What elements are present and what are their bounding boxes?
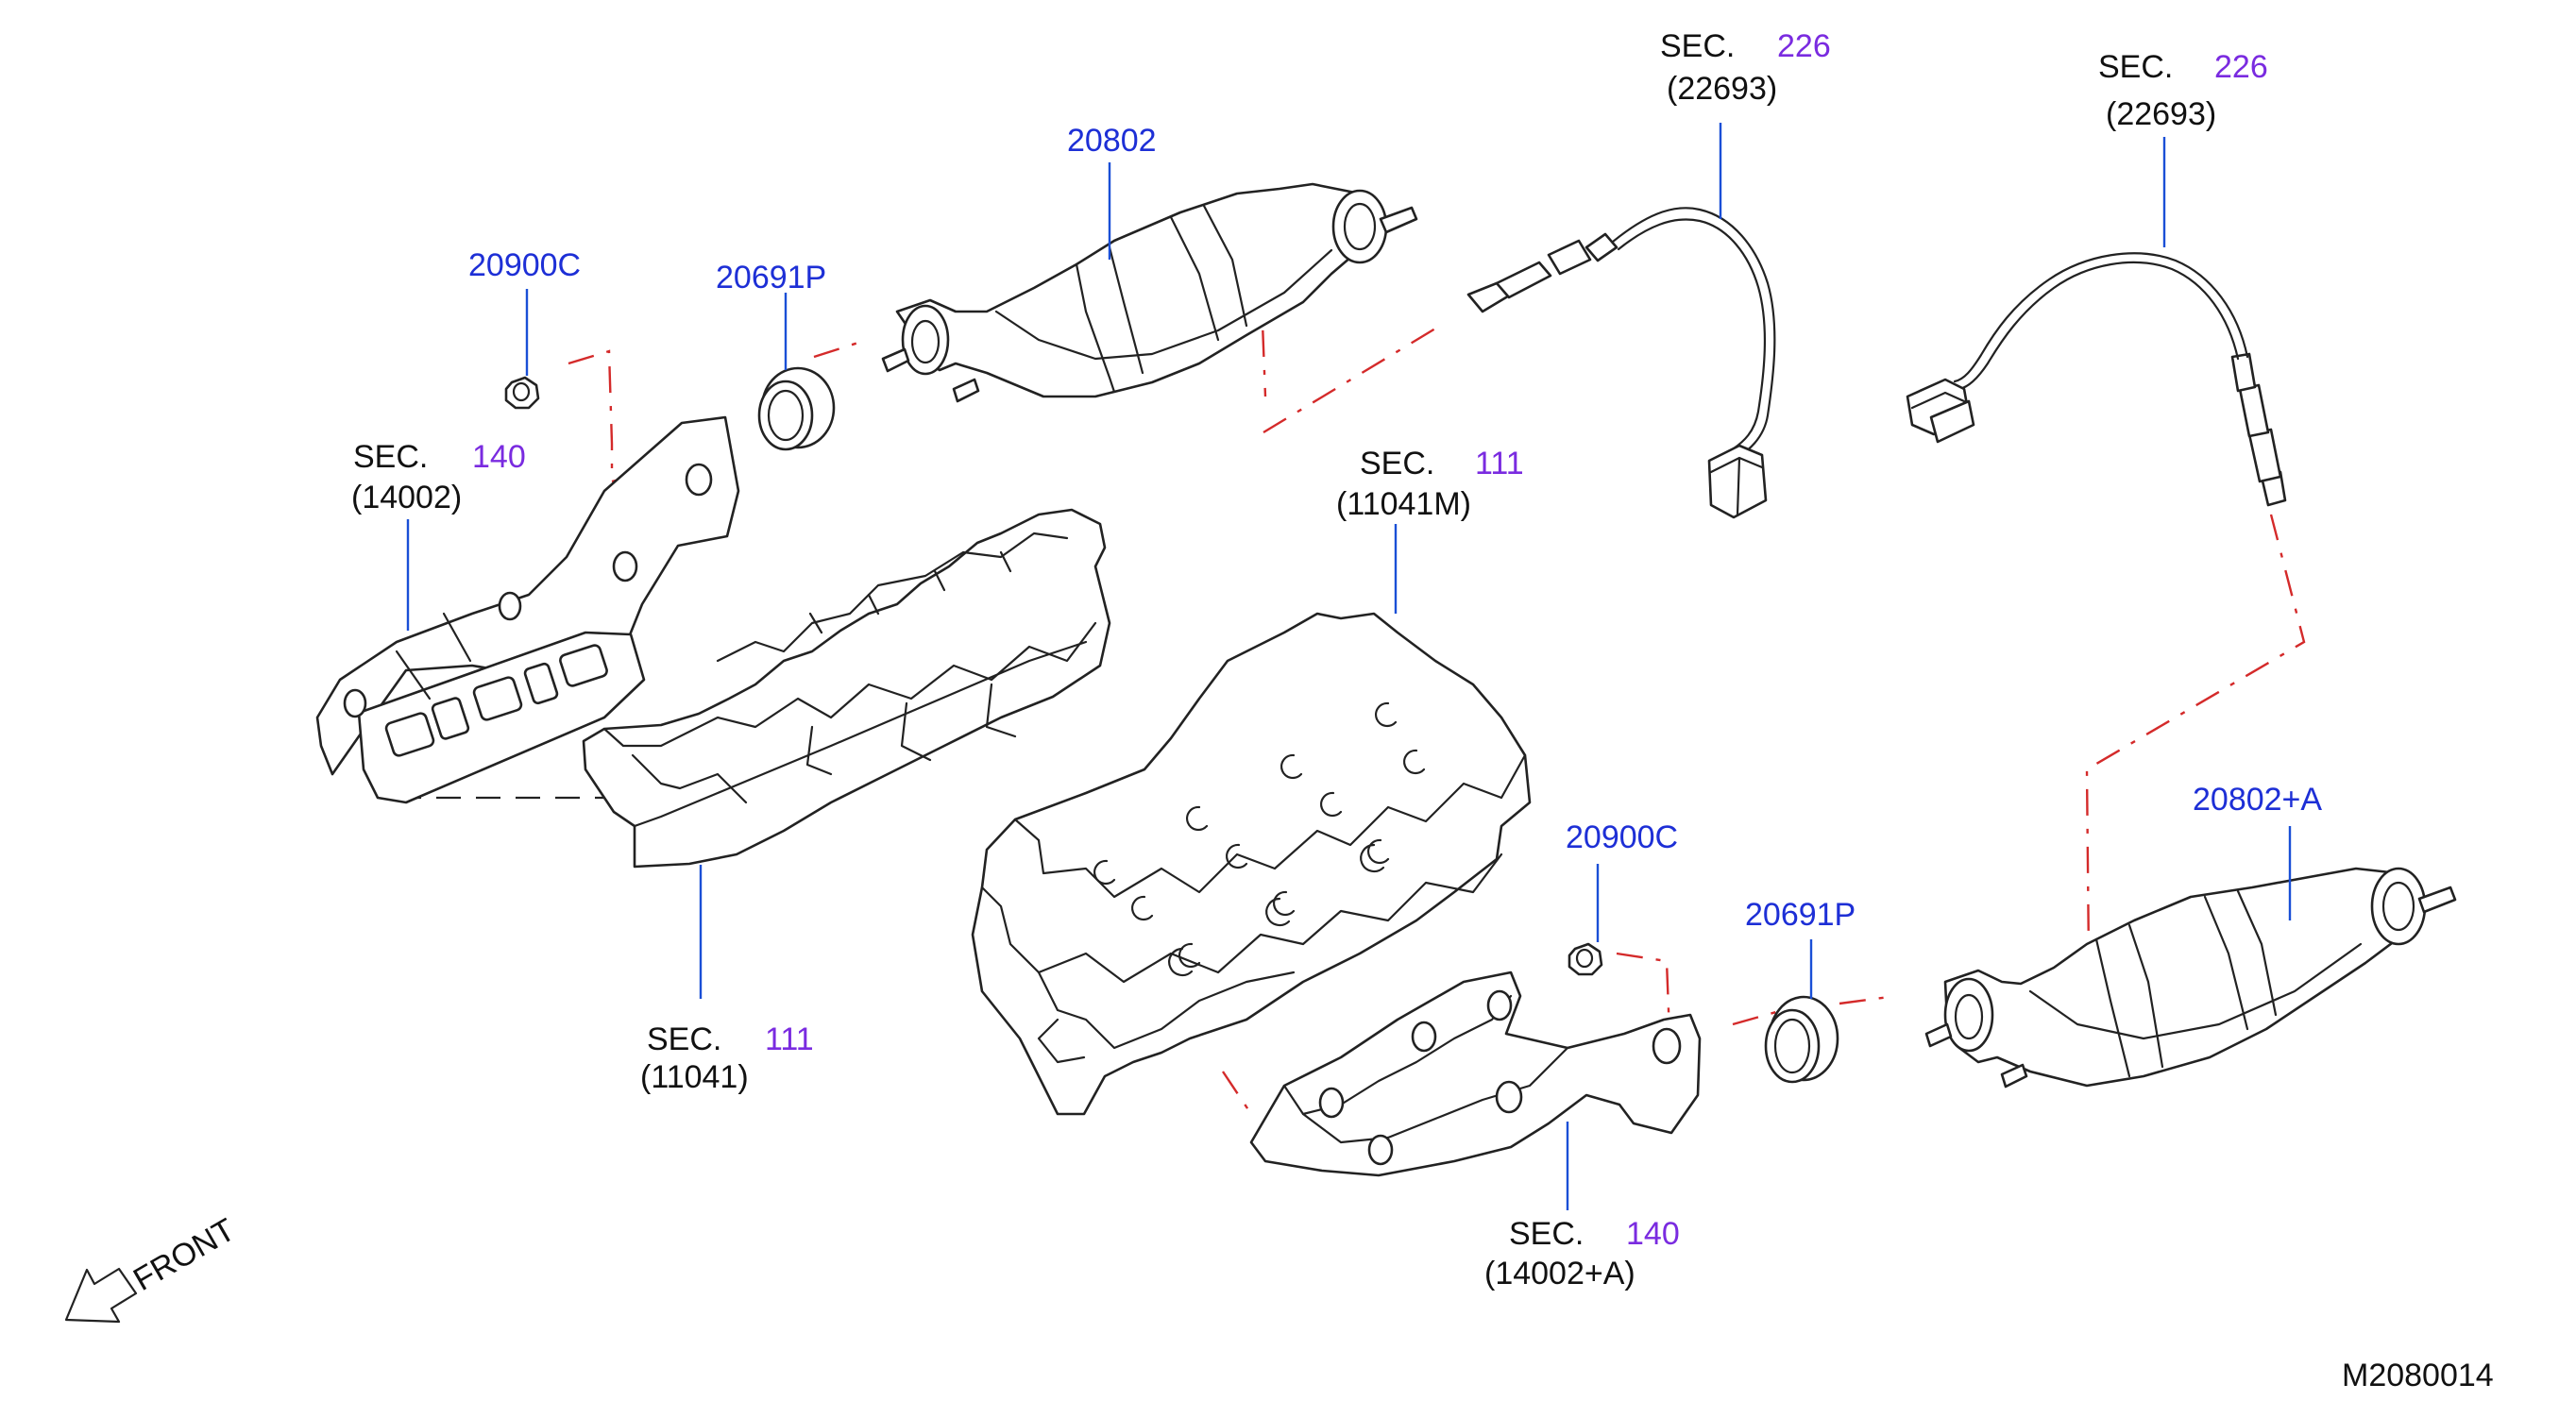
gasket-left bbox=[757, 366, 836, 451]
label-sec111-lower-word: SEC. bbox=[647, 1021, 721, 1057]
oxygen-sensor-left bbox=[1466, 207, 1776, 519]
label-20900c-left: 20900C bbox=[468, 247, 581, 283]
gasket-right bbox=[1764, 995, 1839, 1084]
label-sec226-right-num: 226 bbox=[2214, 49, 2268, 85]
catalytic-converter-left bbox=[881, 182, 1418, 403]
dashline-sensor-left bbox=[1263, 324, 1441, 434]
label-sec226-left-word: SEC. bbox=[1660, 28, 1735, 64]
nut-right bbox=[1568, 942, 1603, 976]
labels: 20802 SEC. 226 (22693) SEC. 226 (22693) … bbox=[351, 28, 2494, 1393]
left-exhaust-manifold bbox=[315, 415, 740, 804]
label-sec226-right-word: SEC. bbox=[2098, 49, 2173, 85]
dashline-gasket-right bbox=[1732, 1006, 1790, 1026]
dashline-gasket-left bbox=[813, 340, 862, 359]
label-sec226-left-code: (22693) bbox=[1667, 71, 1777, 107]
diagram-id: M2080014 bbox=[2342, 1358, 2494, 1393]
front-arrow-icon bbox=[64, 1267, 138, 1324]
label-sec140-right-code: (14002+A) bbox=[1484, 1256, 1635, 1291]
front-label: FRONT bbox=[127, 1211, 241, 1297]
label-20691p-left: 20691P bbox=[716, 260, 826, 295]
catalytic-converter-right bbox=[1924, 867, 2457, 1089]
front-indicator: FRONT bbox=[64, 1211, 241, 1324]
label-sec111-lower-num: 111 bbox=[765, 1021, 814, 1057]
label-sec140-left-word: SEC. bbox=[353, 439, 428, 475]
label-sec111-upper-num: 111 bbox=[1475, 446, 1524, 481]
label-20691p-right: 20691P bbox=[1745, 897, 1856, 933]
label-sec111-upper-code: (11041M) bbox=[1336, 486, 1471, 522]
label-sec140-left-code: (14002) bbox=[351, 480, 462, 515]
dashline-nut-right bbox=[1616, 952, 1671, 1036]
dashline-cat-right bbox=[1839, 994, 1897, 1005]
label-sec226-right-code: (22693) bbox=[2106, 96, 2216, 132]
label-sec111-lower-code: (11041) bbox=[640, 1059, 749, 1095]
label-sec140-right-word: SEC. bbox=[1509, 1216, 1584, 1252]
right-exhaust-manifold bbox=[1249, 971, 1702, 1177]
leader-lines bbox=[406, 123, 2292, 1210]
right-cylinder-head bbox=[971, 612, 1532, 1116]
left-cylinder-head bbox=[582, 508, 1111, 869]
label-sec226-left-num: 226 bbox=[1777, 28, 1831, 64]
label-20900c-right: 20900C bbox=[1566, 819, 1678, 855]
label-20802a: 20802+A bbox=[2193, 782, 2322, 818]
label-20802: 20802 bbox=[1067, 123, 1157, 159]
dashline-sensor-right bbox=[2085, 514, 2306, 959]
dashline-head-manifold bbox=[1222, 1071, 1252, 1115]
label-sec111-upper-word: SEC. bbox=[1360, 446, 1434, 481]
label-sec140-left-num: 140 bbox=[472, 439, 526, 475]
nut-left bbox=[504, 376, 540, 410]
oxygen-sensor-right bbox=[1906, 252, 2287, 507]
label-sec140-right-num: 140 bbox=[1626, 1216, 1680, 1252]
